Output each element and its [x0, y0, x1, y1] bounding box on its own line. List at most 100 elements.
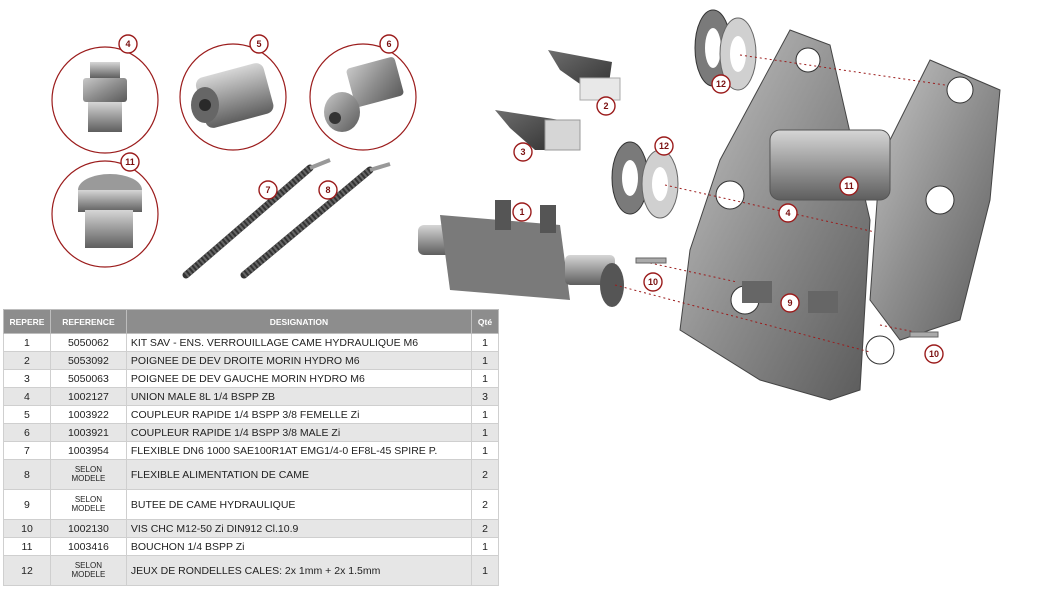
- callout-12-middle: 12: [654, 136, 674, 156]
- cell-reference: 1003922: [49, 405, 127, 424]
- cell-designation: BUTEE DE CAME HYDRAULIQUE: [125, 489, 473, 520]
- callout-2-label: 2: [603, 101, 608, 111]
- lock-assembly: [418, 200, 624, 307]
- shims-top: [694, 9, 757, 91]
- cell-qte: 2: [471, 519, 499, 538]
- cell-designation: VIS CHC M12-50 Zi DIN912 Cl.10.9: [125, 519, 473, 538]
- table-row: 1 5050062 KIT SAV - ENS. VERROUILLAGE CA…: [3, 333, 499, 352]
- callout-8-label: 8: [325, 185, 330, 195]
- bolt-10a: [635, 257, 667, 264]
- detail-circle-female-coupler: [179, 43, 287, 151]
- header-reference: REFERENCE: [49, 309, 127, 334]
- quick-coupler-frame: [679, 29, 1001, 401]
- callout-9: 9: [780, 293, 800, 313]
- callout-7-label: 7: [265, 185, 270, 195]
- cell-reference: 1003954: [49, 441, 127, 460]
- table-row: 7 1003954 FLEXIBLE DN6 1000 SAE100R1AT E…: [3, 441, 499, 460]
- callout-1-label: 1: [519, 207, 524, 217]
- callout-9-label: 9: [787, 298, 792, 308]
- callout-5: 5: [249, 34, 269, 54]
- cell-repere: 4: [3, 387, 51, 406]
- callout-6-label: 6: [386, 39, 391, 49]
- hose-7: [182, 158, 331, 279]
- callout-11b-label: 11: [844, 181, 854, 191]
- cell-designation: BOUCHON 1/4 BSPP Zi: [125, 537, 473, 556]
- cell-designation: JEUX DE RONDELLES CALES: 2x 1mm + 2x 1.5…: [125, 555, 473, 586]
- cell-repere: 5: [3, 405, 51, 424]
- cell-repere: 9: [3, 489, 51, 520]
- cell-designation: KIT SAV - ENS. VERROUILLAGE CAME HYDRAUL…: [125, 333, 473, 352]
- cell-qte: 1: [471, 351, 499, 370]
- callout-11-label: 11: [125, 157, 135, 167]
- cell-repere: 6: [3, 423, 51, 442]
- callout-2: 2: [596, 96, 616, 116]
- cell-reference: 1003416: [49, 537, 127, 556]
- selon-line2: MODELE: [71, 504, 106, 513]
- cell-designation: POIGNEE DE DEV GAUCHE MORIN HYDRO M6: [125, 369, 473, 388]
- cell-qte: 1: [471, 423, 499, 442]
- selon-line1: SELON: [74, 495, 102, 504]
- cell-repere: 1: [3, 333, 51, 352]
- callout-11-top: 11: [120, 152, 140, 172]
- cell-repere: 8: [3, 459, 51, 490]
- cell-qte: 1: [471, 333, 499, 352]
- cell-repere: 12: [3, 555, 51, 586]
- selon-line2: MODELE: [71, 570, 106, 579]
- table-row: 3 5050063 POIGNEE DE DEV GAUCHE MORIN HY…: [3, 369, 499, 388]
- hose-8: [240, 162, 391, 279]
- table-row: 10 1002130 VIS CHC M12-50 Zi DIN912 Cl.1…: [3, 519, 499, 538]
- selon-line1: SELON: [74, 465, 102, 474]
- handle-right: [548, 50, 621, 101]
- shims-middle: [611, 141, 679, 219]
- cell-reference: 1002127: [49, 387, 127, 406]
- cell-qte: 1: [471, 441, 499, 460]
- callout-4: 4: [118, 34, 138, 54]
- callout-7: 7: [258, 180, 278, 200]
- callout-5-label: 5: [256, 39, 261, 49]
- cell-qte: 3: [471, 387, 499, 406]
- leader-lines: [614, 54, 946, 353]
- bolt-10b: [909, 331, 939, 338]
- selon-line2: MODELE: [71, 474, 106, 483]
- cell-repere: 11: [3, 537, 51, 556]
- cell-reference: 5050062: [49, 333, 127, 352]
- callout-12-top: 12: [711, 74, 731, 94]
- handle-left: [495, 110, 581, 151]
- callout-4-label: 4: [125, 39, 130, 49]
- callout-6: 6: [379, 34, 399, 54]
- callout-8: 8: [318, 180, 338, 200]
- cell-designation: COUPLEUR RAPIDE 1/4 BSPP 3/8 FEMELLE Zi: [125, 405, 473, 424]
- table-row: 11 1003416 BOUCHON 1/4 BSPP Zi 1: [3, 537, 499, 556]
- cell-repere: 2: [3, 351, 51, 370]
- cell-repere: 3: [3, 369, 51, 388]
- cell-designation: FLEXIBLE DN6 1000 SAE100R1AT EMG1/4-0 EF…: [125, 441, 473, 460]
- callout-11-frame: 11: [839, 176, 859, 196]
- table-row: 2 5053092 POIGNEE DE DEV DROITE MORIN HY…: [3, 351, 499, 370]
- cell-designation: COUPLEUR RAPIDE 1/4 BSPP 3/8 MALE Zi: [125, 423, 473, 442]
- parts-table: REPERE REFERENCE DESIGNATION Qté 1 50500…: [3, 309, 499, 586]
- callout-4-frame: 4: [778, 203, 798, 223]
- table-row: 5 1003922 COUPLEUR RAPIDE 1/4 BSPP 3/8 F…: [3, 405, 499, 424]
- callout-1: 1: [512, 202, 532, 222]
- cell-repere: 10: [3, 519, 51, 538]
- callout-3-label: 3: [520, 147, 525, 157]
- cell-designation: UNION MALE 8L 1/4 BSPP ZB: [125, 387, 473, 406]
- callout-10-left: 10: [643, 272, 663, 292]
- cell-reference: 5050063: [49, 369, 127, 388]
- cell-qte: 2: [471, 489, 499, 520]
- cell-reference: 1003921: [49, 423, 127, 442]
- cell-qte: 1: [471, 369, 499, 388]
- cell-qte: 1: [471, 537, 499, 556]
- cell-qte: 2: [471, 459, 499, 490]
- cell-reference: 5053092: [49, 351, 127, 370]
